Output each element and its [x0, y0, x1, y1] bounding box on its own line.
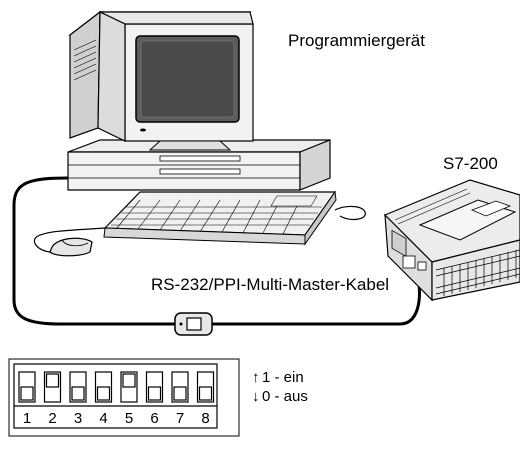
keyboard-cable — [334, 205, 366, 221]
dip-number-5: 5 — [125, 410, 133, 427]
dip-lever-3 — [71, 386, 85, 401]
mouse-cable — [33, 227, 106, 253]
legend-on-text: 1 - ein — [262, 369, 304, 386]
dip-number-6: 6 — [150, 410, 158, 427]
dip-number-1: 1 — [23, 410, 31, 427]
plc-label: S7-200 — [443, 154, 498, 173]
dip-number-7: 7 — [176, 410, 184, 427]
legend-off-text: 0 - aus — [262, 388, 308, 405]
arrow-up-icon: ↑ — [252, 369, 260, 386]
dip-number-3: 3 — [74, 410, 82, 427]
cable-label: RS-232/PPI-Multi-Master-Kabel — [151, 275, 390, 294]
plc-s7-200 — [383, 179, 520, 302]
legend-on: ↑1 - ein — [252, 370, 304, 385]
dip-number-8: 8 — [201, 410, 209, 427]
keyboard — [103, 190, 337, 246]
cable-left-run — [12, 176, 175, 326]
cable-switch-box — [174, 312, 213, 336]
dip-lever-6 — [147, 386, 162, 401]
dip-lever-1 — [20, 386, 34, 401]
monitor — [68, 10, 254, 151]
arrow-down-icon: ↓ — [252, 388, 260, 405]
legend-off: ↓0 - aus — [252, 389, 308, 404]
dip-lever-4 — [96, 386, 111, 401]
dip-number-4: 4 — [99, 410, 107, 427]
dip-number-2: 2 — [48, 410, 56, 427]
programmer-label: Programmiergerät — [288, 31, 425, 50]
dip-slot-group — [18, 371, 215, 403]
dip-lever-2 — [45, 373, 60, 388]
dip-lever-8 — [198, 386, 213, 401]
dip-lever-5 — [122, 373, 136, 388]
dip-lever-7 — [173, 386, 187, 401]
mouse — [49, 237, 93, 257]
